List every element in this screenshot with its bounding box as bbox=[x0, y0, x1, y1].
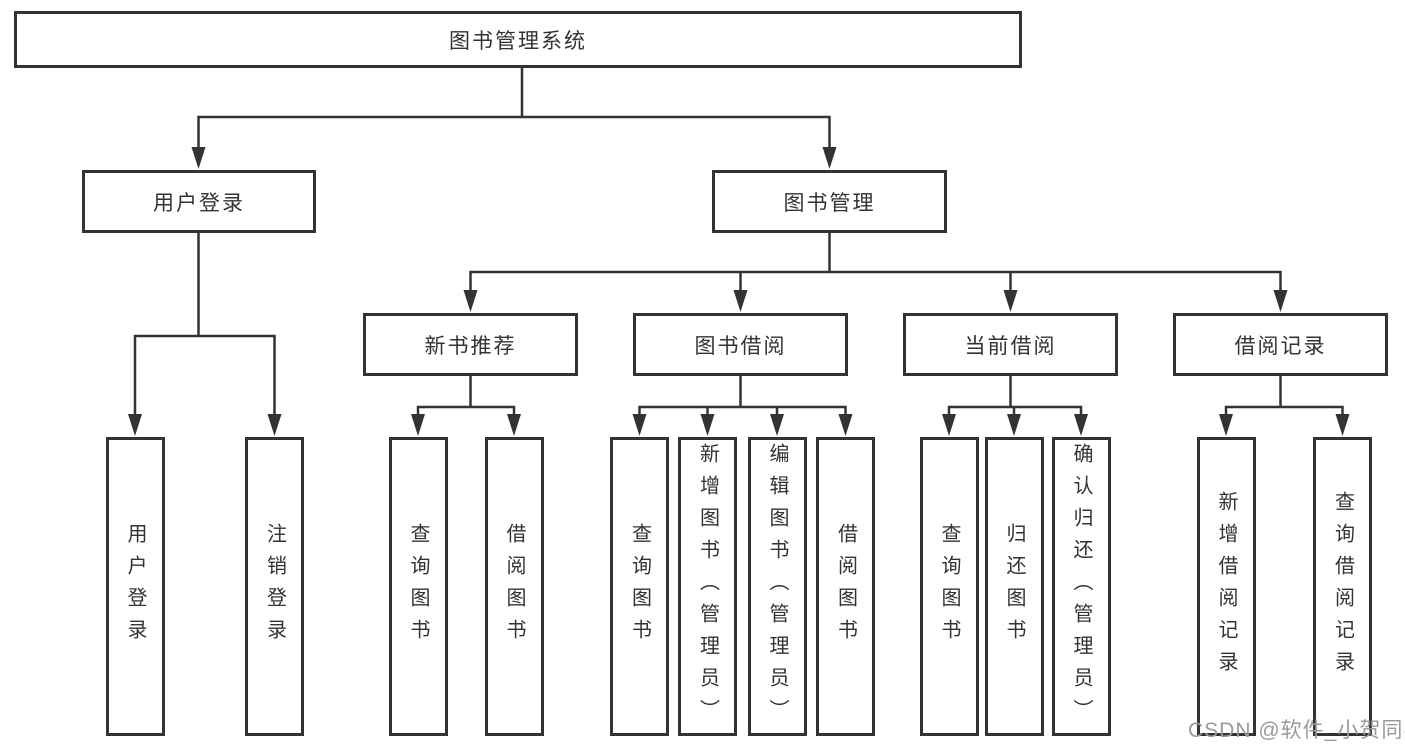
leaf-query-books-recommend-label: 查询图书 bbox=[407, 522, 429, 651]
arrowhead-icon bbox=[1074, 414, 1088, 436]
watermark: CSDN @软件_小贺同学 bbox=[1188, 719, 1405, 742]
arrowhead-icon bbox=[733, 290, 748, 312]
leaf-logout: 注销登录 bbox=[245, 437, 304, 736]
node-user-login: 用户登录 bbox=[82, 170, 316, 233]
leaf-query-books-current: 查询图书 bbox=[919, 437, 979, 736]
connector-book-management bbox=[469, 231, 1282, 295]
leaf-borrow-books-borrow-label: 借阅图书 bbox=[834, 522, 857, 651]
arrowhead-icon bbox=[411, 414, 425, 436]
arrowhead-icon bbox=[1335, 414, 1350, 436]
arrowhead-icon bbox=[463, 290, 478, 312]
leaf-confirm-return-admin-label: 确认归还（管理员） bbox=[1070, 442, 1092, 731]
arrowhead-icon bbox=[1003, 290, 1018, 312]
leaf-query-books-current-label: 查询图书 bbox=[938, 522, 960, 651]
leaf-query-books-recommend: 查询图书 bbox=[388, 437, 448, 736]
node-new-book-recommend-label: 新书推荐 bbox=[424, 334, 517, 358]
connector-new-book bbox=[416, 374, 516, 419]
node-user-login-label: 用户登录 bbox=[153, 191, 245, 215]
arrowhead-icon bbox=[1007, 414, 1021, 436]
arrowhead-icon bbox=[822, 147, 837, 169]
node-book-borrow-label: 图书借阅 bbox=[694, 334, 787, 358]
leaf-add-borrow-record-label: 新增借阅记录 bbox=[1215, 490, 1237, 683]
leaf-confirm-return-admin: 确认归还（管理员） bbox=[1051, 437, 1111, 736]
node-root-label: 图书管理系统 bbox=[449, 29, 587, 53]
leaf-user-login-label: 用户登录 bbox=[124, 522, 146, 651]
arrowhead-icon bbox=[1273, 290, 1288, 312]
node-current-borrow: 当前借阅 bbox=[903, 313, 1118, 376]
arrowhead-icon bbox=[128, 414, 142, 436]
node-book-management-label: 图书管理 bbox=[783, 191, 876, 215]
arrowhead-icon bbox=[770, 414, 784, 436]
leaf-query-books-borrow-label: 查询图书 bbox=[628, 522, 651, 651]
connector-user-login bbox=[133, 231, 276, 419]
leaf-add-book-admin-label: 新增图书（管理员） bbox=[696, 442, 719, 731]
connector-book-borrow bbox=[638, 374, 847, 419]
leaf-add-book-admin: 新增图书（管理员） bbox=[678, 437, 737, 736]
arrowhead-icon bbox=[507, 414, 521, 436]
arrowhead-icon bbox=[700, 414, 715, 436]
connector-borrow-record bbox=[1224, 374, 1344, 419]
node-root: 图书管理系统 bbox=[14, 11, 1022, 68]
leaf-query-books-borrow: 查询图书 bbox=[610, 437, 669, 736]
leaf-edit-book-admin-label: 编辑图书（管理员） bbox=[766, 442, 788, 731]
node-new-book-recommend: 新书推荐 bbox=[363, 313, 578, 376]
leaf-borrow-books-recommend-label: 借阅图书 bbox=[503, 522, 525, 651]
connector-current-borrow bbox=[947, 374, 1083, 419]
arrowhead-icon bbox=[838, 414, 853, 436]
leaf-borrow-books-recommend: 借阅图书 bbox=[484, 437, 544, 736]
arrowhead-icon bbox=[1219, 414, 1233, 436]
connector-root bbox=[197, 65, 831, 152]
node-book-borrow: 图书借阅 bbox=[633, 313, 848, 376]
node-borrow-records-label: 借阅记录 bbox=[1234, 334, 1327, 358]
arrowhead-icon bbox=[191, 147, 206, 169]
arrowhead-icon bbox=[632, 414, 647, 436]
leaf-add-borrow-record: 新增借阅记录 bbox=[1196, 437, 1256, 736]
leaf-user-login: 用户登录 bbox=[105, 437, 165, 736]
leaf-edit-book-admin: 编辑图书（管理员） bbox=[747, 437, 807, 736]
leaf-return-books: 归还图书 bbox=[984, 437, 1044, 736]
node-book-management: 图书管理 bbox=[712, 170, 947, 233]
arrowhead-icon bbox=[267, 414, 282, 436]
node-borrow-records: 借阅记录 bbox=[1173, 313, 1388, 376]
leaf-borrow-books-borrow: 借阅图书 bbox=[816, 437, 875, 736]
leaf-query-borrow-record: 查询借阅记录 bbox=[1313, 437, 1372, 736]
leaf-logout-label: 注销登录 bbox=[263, 522, 286, 651]
leaf-query-borrow-record-label: 查询借阅记录 bbox=[1331, 490, 1354, 683]
arrowhead-icon bbox=[942, 414, 956, 436]
node-current-borrow-label: 当前借阅 bbox=[964, 334, 1057, 358]
leaf-return-books-label: 归还图书 bbox=[1003, 522, 1025, 651]
